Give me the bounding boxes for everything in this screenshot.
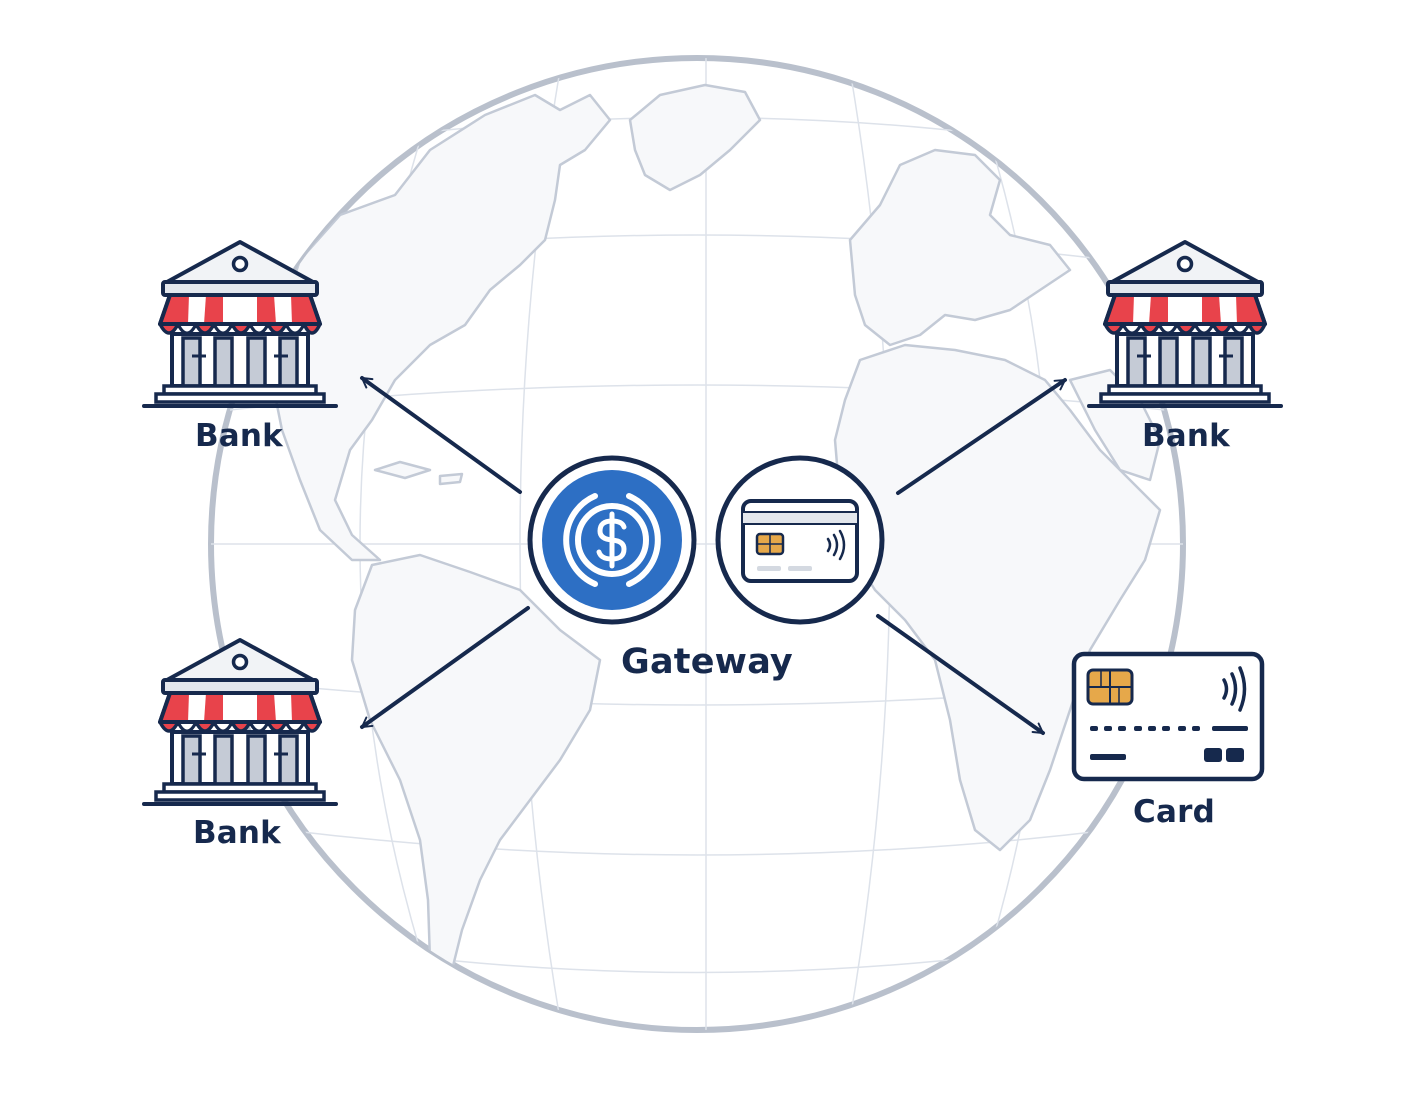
arrow-to-bank-top-left xyxy=(360,376,522,494)
flow-arrows xyxy=(360,376,1067,735)
gateway-credit-card-icon xyxy=(715,455,885,625)
bank-label-top-left: Bank xyxy=(194,418,284,454)
bank-label-bottom-left: Bank xyxy=(192,815,282,851)
world-map xyxy=(270,83,1162,972)
arrow-to-bank-right xyxy=(896,378,1067,495)
card-label: Card xyxy=(1133,794,1215,830)
usdc-dollar-icon xyxy=(527,455,697,625)
gateway-label: Gateway xyxy=(621,642,793,682)
arrow-to-card xyxy=(876,614,1045,735)
arrow-to-bank-bottom-left xyxy=(360,606,530,729)
globe xyxy=(208,55,1186,1033)
bank-icon-right xyxy=(1087,240,1283,408)
bank-label-right: Bank xyxy=(1141,418,1231,454)
credit-card-icon xyxy=(1071,651,1265,782)
